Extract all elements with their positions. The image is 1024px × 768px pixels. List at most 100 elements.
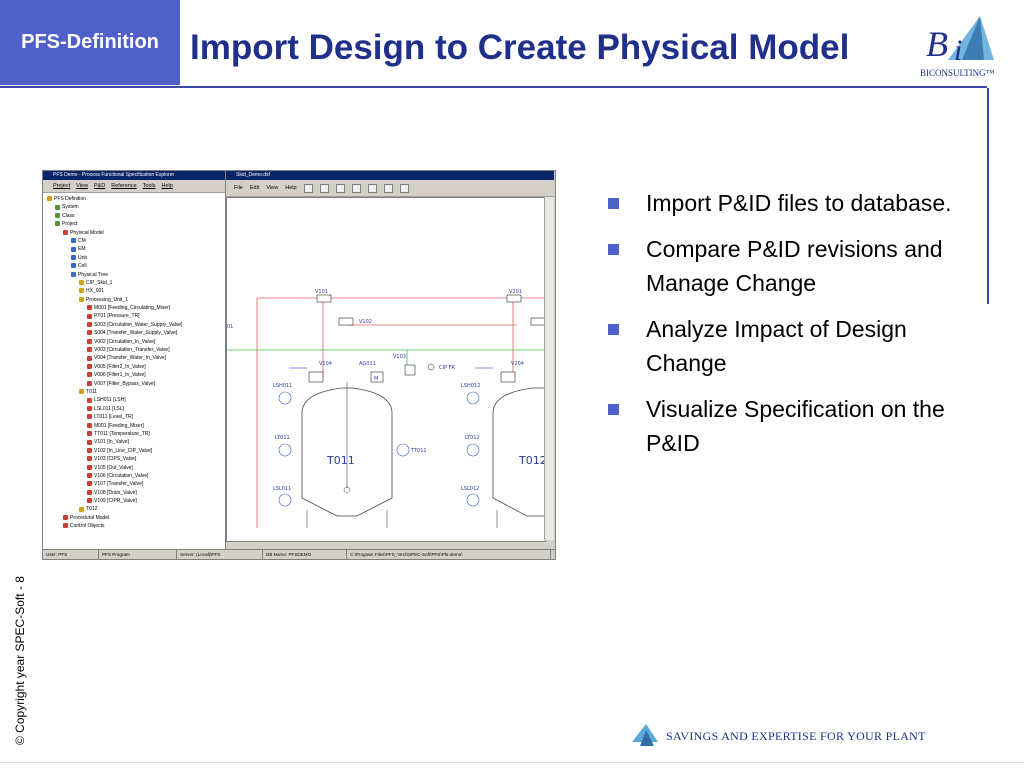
tree-item[interactable]: LSH011 [LSH] (43, 396, 225, 404)
copyright: © Copyright year SPEC-Soft - 8 (13, 576, 27, 745)
component-icon (87, 489, 92, 495)
menu-project[interactable]: Project (53, 183, 71, 189)
refresh-icon[interactable] (383, 183, 393, 193)
tree-item-label: V006 [Filter1_In_Valve] (94, 372, 146, 379)
component-icon (87, 414, 92, 420)
menu-help[interactable]: Help (285, 185, 297, 191)
tag-motor: M (374, 376, 378, 382)
drawing-vertical-scrollbar[interactable] (544, 197, 554, 540)
tree-item[interactable]: LSL011 [LSL] (43, 405, 225, 413)
zoom-window-icon[interactable] (351, 183, 361, 193)
drawing-titlebar: Skid_Demo.dxf (226, 171, 554, 180)
menu-edit[interactable]: Edit (249, 185, 260, 191)
tree-item[interactable]: V108 [Drain_Valve] (43, 489, 225, 497)
tree-item[interactable]: LT011 [Level_TR] (43, 413, 225, 421)
folder-icon (55, 204, 60, 210)
tag-v204: V204 (511, 361, 524, 367)
tree-item[interactable]: V007 [Filter_Bypass_Valve] (43, 380, 225, 388)
component-icon (87, 338, 92, 344)
tree-item[interactable]: M001 [Feeding_Mixer] (43, 422, 225, 430)
tree-item[interactable]: V003 [Circulation_Transfer_Valve] (43, 346, 225, 354)
menu-view[interactable]: View (76, 183, 88, 189)
tree-item[interactable]: Unit (43, 254, 225, 262)
tree-item[interactable]: M001 [Feeding_Circulating_Mixer] (43, 304, 225, 312)
tree-item[interactable]: PT01 [Pressure_TR] (43, 312, 225, 320)
tree-item[interactable]: Procedural Model (43, 514, 225, 522)
footer-logo-icon (632, 724, 658, 746)
tag-v102: V102 (359, 319, 372, 325)
folder-icon (79, 389, 84, 395)
tree-item-label: CIP_Skid_1 (86, 279, 113, 286)
tree-item[interactable]: V005 [Filter2_In_Valve] (43, 363, 225, 371)
tree-item[interactable]: V002 [Circulation_In_Valve] (43, 338, 225, 346)
menu-file[interactable]: File (234, 185, 243, 191)
component-icon (87, 313, 92, 319)
tree-item[interactable]: V109 [CIPR_Valve] (43, 497, 225, 505)
menu-help[interactable]: Help (161, 183, 173, 189)
hand-tool-icon[interactable] (303, 183, 313, 193)
tree-item[interactable]: CM (43, 237, 225, 245)
tree-item[interactable]: V103 [CIPS_Valve] (43, 455, 225, 463)
tree-item[interactable]: Class (43, 212, 225, 220)
explorer-window: PFS Demo - Process Functional Specificat… (43, 171, 226, 549)
tree-item[interactable]: PFS Definition (43, 195, 225, 203)
folder-icon (71, 271, 76, 277)
bullet-square-icon (608, 404, 619, 415)
tree-item-label: Unit (78, 254, 87, 261)
menu-tools[interactable]: Tools (142, 183, 156, 189)
zoom-in-icon[interactable] (319, 183, 329, 193)
tree-item[interactable]: Physical Model (43, 229, 225, 237)
pointer-icon[interactable] (399, 183, 409, 193)
tree-item-label: HX_001 (86, 288, 105, 295)
tree-item-label: LT011 [Level_TR] (94, 414, 134, 421)
tree-item[interactable]: Processing_Unit_1 (43, 296, 225, 304)
tree-item[interactable]: S004 [Transfer_Water_Supply_Valve] (43, 329, 225, 337)
tree-item[interactable]: Cell (43, 262, 225, 270)
tree-item-label: M001 [Feeding_Circulating_Mixer] (94, 305, 171, 312)
tag-t012: T012 (518, 454, 545, 467)
component-icon (87, 405, 92, 411)
tree-item[interactable]: V006 [Filter1_In_Valve] (43, 371, 225, 379)
folder-icon (79, 296, 84, 302)
tree-item-label: Physical Model (70, 229, 104, 236)
tree-item[interactable]: T011 (43, 388, 225, 396)
bullet-square-icon (608, 244, 619, 255)
tree-item[interactable]: TT011 [Temperature_TR] (43, 430, 225, 438)
menu-view[interactable]: View (266, 185, 279, 191)
pid-drawing-canvas[interactable]: V101 V102 V201 V104 AG011 V103 CIP FR V2… (226, 197, 546, 542)
tree-item[interactable]: System (43, 203, 225, 211)
zoom-out-icon[interactable] (335, 183, 345, 193)
zoom-extents-icon[interactable] (367, 183, 377, 193)
footer-rule (0, 762, 1024, 763)
status-db: DB Name: PFSDEMO (263, 550, 347, 559)
tree-item-label: V105 [Out_Valve] (94, 464, 133, 471)
menu-reference[interactable]: Reference (111, 183, 137, 189)
folder-icon (47, 196, 52, 202)
tree-item[interactable]: V105 [Out_Valve] (43, 464, 225, 472)
tree-item-label: V002 [Circulation_In_Valve] (94, 338, 156, 345)
menu-pd[interactable]: P&D (93, 183, 106, 189)
tree-item[interactable]: V102 [In_Line_CIP_Valve] (43, 447, 225, 455)
tree-item[interactable]: CIP_Skid_1 (43, 279, 225, 287)
component-icon (87, 347, 92, 353)
tag-ag011: AG011 (359, 361, 376, 367)
tree-item[interactable]: T012 (43, 505, 225, 513)
tree-item[interactable]: V101 [In_Valve] (43, 438, 225, 446)
tree-item[interactable]: EM (43, 245, 225, 253)
tree-item[interactable]: S003 [Circulation_Water_Supply_Valve] (43, 321, 225, 329)
tree-item[interactable]: Physical Tree (43, 271, 225, 279)
tag-lt012: LT012 (465, 435, 480, 441)
tree-item[interactable]: HX_001 (43, 287, 225, 295)
tag-cip-fr: CIP FR (439, 365, 455, 371)
tree-item[interactable]: Project (43, 220, 225, 228)
tag-v201: V201 (509, 289, 522, 295)
tree-item-label: Project (62, 221, 78, 228)
component-icon (87, 397, 92, 403)
tree-item[interactable]: V004 [Transfer_Water_In_Valve] (43, 354, 225, 362)
tree-item[interactable]: V107 [Transfer_Valve] (43, 480, 225, 488)
tree-item-label: Procedural Model (70, 514, 110, 521)
tree-item[interactable]: V106 [Circulation_Valve] (43, 472, 225, 480)
tag-tt011: TT011 (410, 448, 427, 454)
tree-item[interactable]: Control Objects (43, 522, 225, 530)
